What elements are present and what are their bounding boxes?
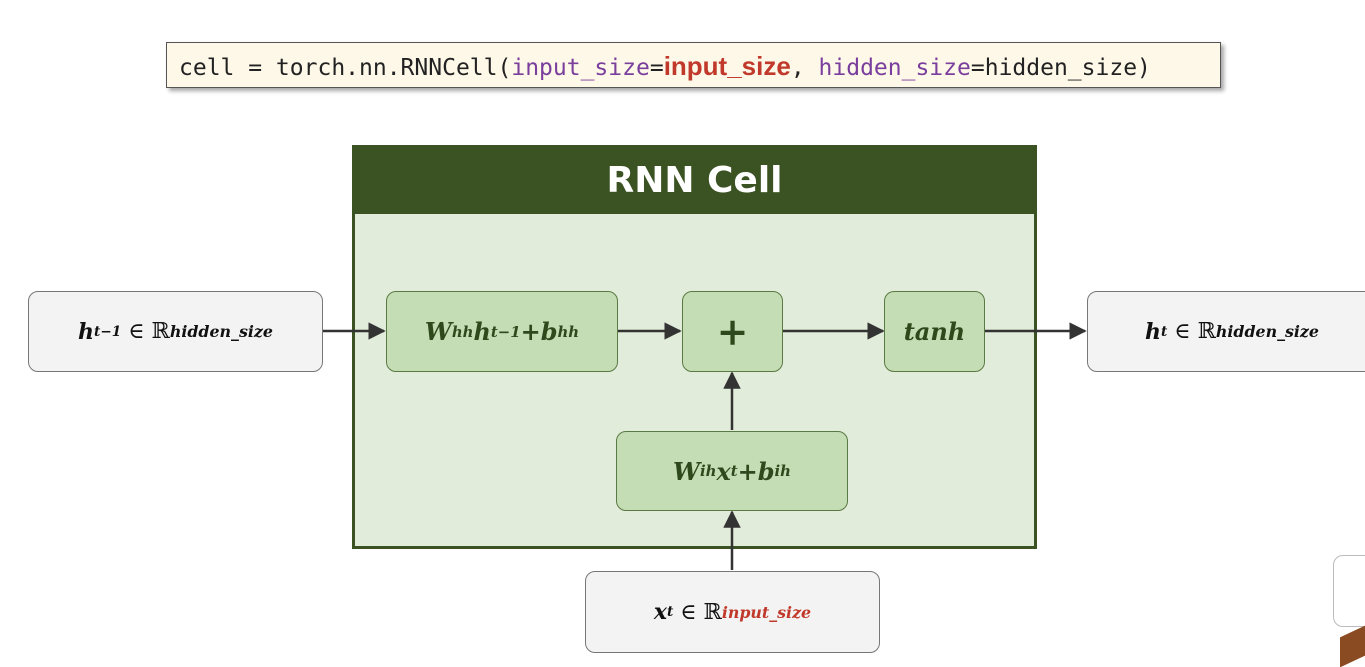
wi-w-sub: ih <box>699 462 717 480</box>
wi-w: W <box>673 456 700 486</box>
code-kw-input-size: input_size <box>511 55 650 81</box>
wi-plus: + <box>737 456 758 486</box>
tanh-label: tanh <box>903 317 966 346</box>
wh-plus: + <box>520 317 541 346</box>
h-prev-sub: t−1 <box>94 323 122 340</box>
x-in-sub: t <box>666 604 674 620</box>
h-out-dim: hidden_size <box>1215 322 1319 341</box>
wi-x: x <box>716 456 731 486</box>
wh-w: W <box>424 317 452 346</box>
wh-h-sub: t−1 <box>490 322 521 341</box>
wh-h: h <box>473 317 491 346</box>
floating-widget[interactable] <box>1333 555 1365 627</box>
wh-w-sub: hh <box>451 322 474 341</box>
code-snippet: cell = torch.nn.RNNCell(input_size=input… <box>166 42 1221 88</box>
plus-symbol: + <box>716 309 749 354</box>
h-prev-var: h <box>78 318 95 345</box>
code-sep: , <box>790 55 819 81</box>
wh-b-sub: hh <box>557 322 580 341</box>
wi-b-sub: ih <box>774 462 791 480</box>
code-kw-hidden-size: hidden_size <box>818 55 971 81</box>
h-out-sub: t <box>1161 323 1168 340</box>
h-out-var: h <box>1145 318 1161 345</box>
x-in-var: x <box>653 599 667 625</box>
code-suffix: ) <box>1137 55 1151 81</box>
code-eq-1: = <box>649 55 664 81</box>
h-prev-set: ∈ ℝ <box>128 319 170 344</box>
code-val-input-size: input_size <box>663 51 791 81</box>
h-prev-dim: hidden_size <box>169 322 273 341</box>
tanh-activation-box: tanh <box>884 291 985 372</box>
x-in-dim: input_size <box>721 602 812 622</box>
code-val-hidden-size: hidden_size <box>984 55 1138 81</box>
code-prefix: cell = torch.nn.RNNCell( <box>179 55 512 81</box>
wh-b: b <box>540 317 558 346</box>
h-out-set: ∈ ℝ <box>1174 319 1216 344</box>
wi-b: b <box>757 456 775 486</box>
flow-arrows <box>323 322 1087 570</box>
x-in-set: ∈ ℝ <box>680 599 722 625</box>
add-node: + <box>682 291 783 372</box>
code-eq-2: = <box>970 55 985 81</box>
wi-x-sub: t <box>730 462 738 480</box>
rnn-cell-title: RNN Cell <box>355 148 1034 214</box>
